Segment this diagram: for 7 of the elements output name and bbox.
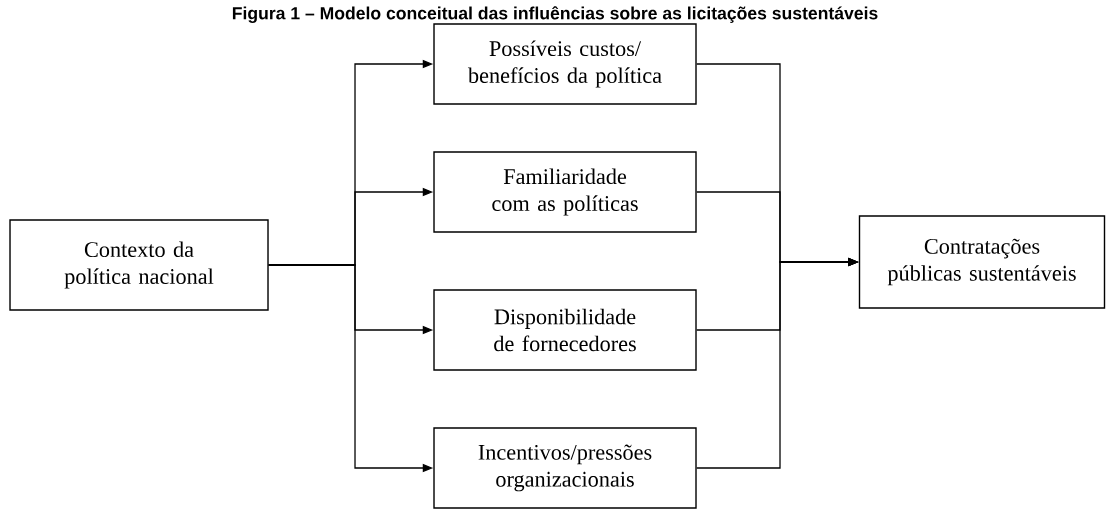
figure-title: Figura 1 – Modelo conceitual das influências sobre as licitações sustentáveis — [232, 6, 878, 23]
process-box: Contratações públicas sustentáveis — [858, 215, 1106, 309]
process-box: Possíveis custos/ benefícios da política — [433, 23, 697, 105]
process-box: Contexto da política nacional — [9, 219, 269, 311]
process-box: Familiaridade com as políticas — [433, 151, 697, 233]
process-box: Disponibilidade de fornecedores — [433, 289, 697, 371]
process-box: Incentivos/pressões organizacionais — [433, 427, 697, 509]
